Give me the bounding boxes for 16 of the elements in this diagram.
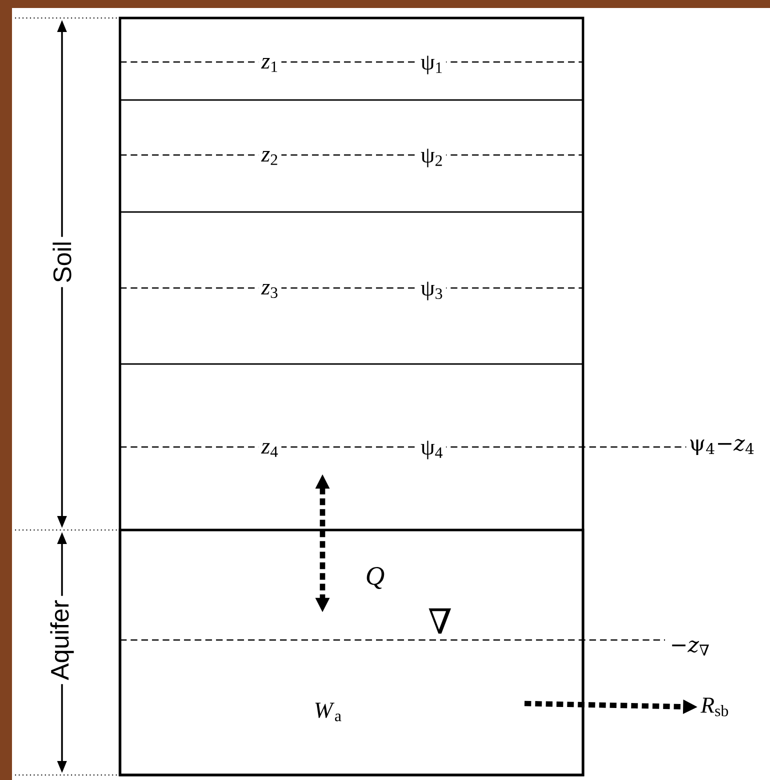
variable-label: ψ$_{3}$ [418,279,446,303]
water-table-symbol: ∇ [428,608,452,634]
variable-label: −z$_{∇}$ [667,638,713,658]
variable-label: ψ$_{1}$ [418,53,446,77]
variable-label: W$_{a}$ [311,700,345,724]
variable-label: z$_{3}$ [258,281,282,301]
variable-label: R$_{sb}$ [700,698,728,716]
dimension-label: Soil [48,236,76,288]
variable-label: ψ$_{2}$ [418,146,446,170]
variable-label: z$_{1}$ [258,55,282,75]
variable-label: z$_{4}$ [258,440,282,460]
variable-label: ψ$_{4}$−z$_{4}$ [686,436,758,458]
dimension-label: Aquifer [46,596,78,684]
variable-label: z$_{2}$ [258,148,282,168]
edge-label: Q [362,564,388,592]
variable-label: ψ$_{4}$ [418,438,446,462]
